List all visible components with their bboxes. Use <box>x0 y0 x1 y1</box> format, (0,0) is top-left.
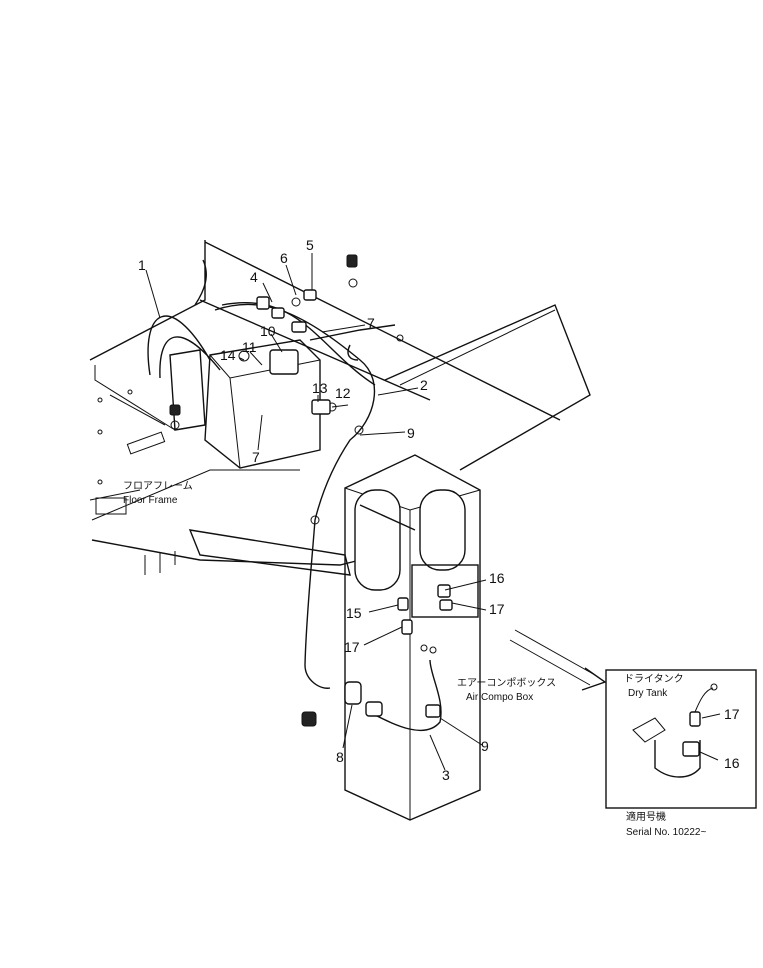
callout-7a: 7 <box>367 315 375 331</box>
dry-tank-jp: ドライタンク <box>624 673 684 685</box>
callout-3: 3 <box>442 767 450 783</box>
air-compo-box-jp: エアーコンポボックス <box>457 677 556 689</box>
floor-frame-jp: フロアフレーム <box>123 480 193 492</box>
leader-lines <box>145 253 487 771</box>
callout-17a: 17 <box>489 601 505 617</box>
dry-tank-en: Dry Tank <box>628 688 668 699</box>
text-labels: フロアフレーム Floor Frame エアーコンポボックス Air Compo… <box>123 480 706 838</box>
arrow-to-inset <box>509 629 596 686</box>
small-parts <box>169 254 453 727</box>
callout-14: 14 <box>220 347 236 363</box>
callout-16: 16 <box>489 570 505 586</box>
callout-2: 2 <box>420 377 428 393</box>
air-compo-box-en: Air Compo Box <box>466 692 533 703</box>
callout-1: 1 <box>138 257 146 273</box>
harness-2 <box>214 303 376 689</box>
callout-17-inset: 17 <box>724 706 740 722</box>
dry-tank-inset-frame <box>605 669 757 809</box>
callout-12: 12 <box>335 385 351 401</box>
serial-jp: 適用号機 <box>626 810 666 823</box>
callout-17b: 17 <box>344 639 360 655</box>
callout-9a: 9 <box>407 425 415 441</box>
callout-10: 10 <box>260 323 276 339</box>
callout-labels: 1 2 3 4 5 6 7 7 8 9 9 10 11 12 13 14 15 … <box>138 237 740 783</box>
callout-7b: 7 <box>252 449 260 465</box>
callout-9b: 9 <box>481 738 489 754</box>
callout-11: 11 <box>242 339 257 355</box>
callout-4: 4 <box>250 269 258 285</box>
callout-13: 13 <box>312 380 328 396</box>
callout-16-inset: 16 <box>724 755 740 771</box>
floor-frame-en: Floor Frame <box>123 495 178 506</box>
callout-6: 6 <box>280 250 288 266</box>
callout-8: 8 <box>336 749 344 765</box>
sensor-group-frame <box>411 564 479 618</box>
serial-en: Serial No. 10222~ <box>626 827 706 838</box>
harness-1 <box>147 259 221 379</box>
callout-15: 15 <box>346 605 362 621</box>
dry-tank-drawing <box>632 683 721 778</box>
air-compo-box-drawing <box>344 454 481 821</box>
arrow-head <box>581 667 607 691</box>
harness-3 <box>374 659 442 732</box>
floor-frame-drawing <box>89 240 561 576</box>
callout-5: 5 <box>306 237 314 253</box>
